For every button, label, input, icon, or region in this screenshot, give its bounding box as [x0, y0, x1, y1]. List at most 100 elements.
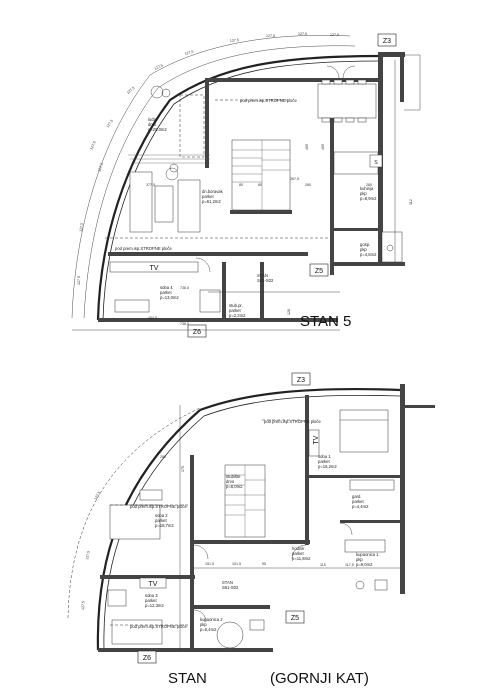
balcony-wall — [405, 405, 435, 408]
wall-soba3 — [100, 575, 195, 579]
svg-text:hodnik: hodnik — [292, 546, 305, 551]
tag-z3-box — [377, 33, 397, 47]
tag-z5-box — [309, 263, 329, 277]
svg-text:127,5: 127,5 — [85, 551, 91, 561]
outer-arc-dashed — [67, 407, 201, 619]
svg-text:p=2,2m2: p=2,2m2 — [229, 313, 246, 318]
svg-text:kupaonica 2: kupaonica 2 — [200, 617, 223, 622]
svg-text:S61-S02: S61-S02 — [222, 585, 239, 590]
svg-text:drvo: drvo — [148, 122, 157, 127]
svg-text:soba 2: soba 2 — [155, 513, 168, 518]
dimension-arc-inner — [83, 45, 356, 319]
svg-text:p=18,7m2: p=18,7m2 — [155, 523, 174, 528]
svg-text:738,5: 738,5 — [180, 286, 189, 290]
svg-text:738,5: 738,5 — [180, 322, 189, 326]
svg-text:parket: parket — [229, 308, 241, 313]
curved-facade-wall-inner — [102, 60, 381, 321]
svg-text:p=12,3m2: p=12,3m2 — [145, 603, 164, 608]
room-label-hodnik: hodnik parket p=11,8m2 — [292, 546, 311, 561]
svg-text:280: 280 — [366, 183, 372, 187]
svg-text:127,5: 127,5 — [126, 86, 135, 95]
svg-text:parket: parket — [292, 551, 304, 556]
svg-text:p=13,0m2: p=13,0m2 — [160, 295, 179, 300]
svg-text:drvo: drvo — [226, 479, 235, 484]
tag-z6-box-b — [137, 650, 157, 664]
svg-text:kuhinja: kuhinja — [360, 186, 374, 191]
svg-text:parket: parket — [318, 459, 330, 464]
room-label-stan: STAN S61-S02 — [257, 273, 274, 283]
stair-treads — [232, 140, 290, 210]
svg-text:280: 280 — [305, 183, 311, 187]
svg-text:gard.: gard. — [352, 494, 362, 499]
desk-soba2 — [139, 489, 163, 501]
svg-text:dn.boravak: dn.boravak — [202, 189, 224, 194]
stairs — [231, 139, 291, 211]
top-curved-wall-inner — [203, 394, 401, 417]
svg-text:p=8,9m2: p=8,9m2 — [360, 196, 377, 201]
plan-title-top: STAN 5 — [300, 313, 351, 330]
tv-unit-soba3 — [139, 577, 167, 589]
svg-text:parket: parket — [145, 598, 157, 603]
bed-soba2 — [109, 504, 161, 540]
tag-z3: Z3 — [383, 38, 391, 45]
ceiling-note-b3: pod prem.isp.STROPNE ploče — [264, 419, 321, 424]
tag-z5: Z5 — [315, 268, 323, 275]
wall-z3 — [383, 52, 405, 57]
svg-text:465: 465 — [321, 144, 325, 150]
svg-text:pkp: pkp — [360, 247, 367, 252]
tree-icon-2 — [169, 163, 179, 173]
svg-text:404,5: 404,5 — [148, 316, 157, 320]
desk-soba3 — [107, 589, 127, 607]
tv-tag-soba3: TV — [149, 581, 158, 588]
svg-text:377,5: 377,5 — [146, 183, 155, 187]
svg-text:STAN: STAN — [257, 273, 268, 278]
sofa-right — [177, 179, 201, 233]
dimension-labels-top: 127,5 127,5 127,5 127,5 127,5 127,5 127,… — [77, 32, 413, 326]
svg-text:p=5,4m2: p=5,4m2 — [200, 627, 217, 632]
stair-wall — [230, 210, 292, 214]
tag-z3-box-b — [291, 372, 311, 386]
svg-text:pkp: pkp — [356, 557, 363, 562]
svg-text:127,5: 127,5 — [89, 141, 96, 151]
svg-text:151,5: 151,5 — [205, 562, 214, 566]
dimension-labels-bottom: 282 151,5 101,5 95 175 115 117,5 127,5 1… — [81, 455, 354, 610]
wall-east-upper — [400, 52, 404, 102]
wall-gard — [305, 475, 400, 478]
door-swing-b3 — [193, 609, 207, 623]
svg-text:S61-S02: S61-S02 — [257, 278, 274, 283]
svg-text:soba 4: soba 4 — [160, 285, 173, 290]
svg-text:parket: parket — [160, 290, 172, 295]
svg-text:127,5: 127,5 — [97, 163, 104, 173]
tag-z3-b: Z3 — [297, 377, 305, 384]
svg-text:127,5: 127,5 — [81, 601, 85, 610]
washing-machine-icon — [386, 244, 394, 252]
tv-tag-soba1: TV — [313, 435, 320, 444]
room-label-kuhinja: kuhinja pkp p=8,9m2 — [360, 186, 377, 201]
tag-z6: Z6 — [193, 329, 201, 336]
svg-text:p=11,8m2: p=11,8m2 — [292, 556, 311, 561]
desk — [114, 299, 150, 313]
svg-text:127,5: 127,5 — [106, 119, 114, 129]
svg-text:128: 128 — [287, 309, 291, 315]
dining-table — [317, 83, 377, 119]
svg-text:175: 175 — [181, 466, 185, 472]
top-curved-wall — [199, 387, 401, 412]
svg-text:127,5: 127,5 — [79, 223, 84, 232]
svg-text:p=4,4m2: p=4,4m2 — [352, 504, 369, 509]
door-swing-b4 — [339, 522, 353, 536]
south-wall-bottom — [98, 648, 273, 652]
room-label-kupaonica1: kupaonica 1 pkp p=9,0m2 — [356, 552, 379, 567]
wall-kupaonica2 — [190, 605, 270, 609]
stove-symbol: S — [374, 160, 378, 166]
svg-text:127,5: 127,5 — [154, 63, 164, 70]
tv-unit — [109, 261, 199, 273]
door-swing-2 — [326, 65, 340, 79]
wall-kupaonica1 — [340, 520, 400, 523]
level-marker-icon-2 — [165, 167, 179, 181]
svg-text:gosp.: gosp. — [360, 242, 370, 247]
room-label-kupaonica2: kupaonica 2 pkp p=5,4m2 — [200, 617, 223, 632]
svg-text:127,5: 127,5 — [77, 276, 81, 285]
loggia-column — [179, 94, 205, 158]
room-label-loggia: lođa drvo p=25,0m2 — [148, 117, 167, 132]
ceiling-note-2: pod prem.isp.STROPNE ploče — [115, 246, 172, 251]
